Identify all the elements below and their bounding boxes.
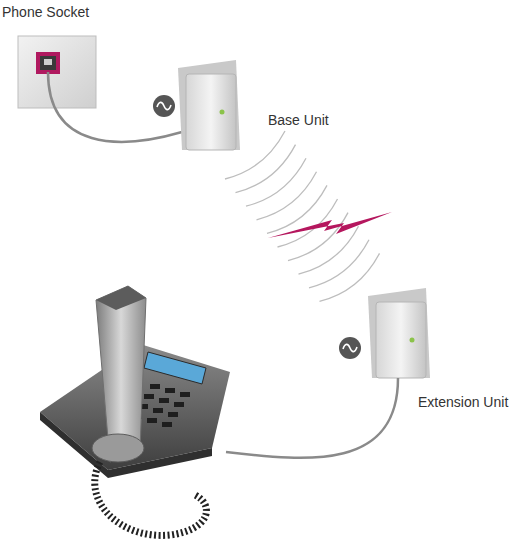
radio-waves bbox=[225, 131, 380, 301]
power-symbol bbox=[339, 337, 361, 359]
part-label: Phone Socket bbox=[2, 4, 89, 20]
part-label: Base Unit bbox=[268, 112, 329, 128]
part-label: Extension Unit bbox=[418, 394, 508, 410]
base-unit bbox=[178, 60, 240, 150]
extension-unit bbox=[368, 288, 430, 378]
signal-bolt bbox=[268, 212, 392, 238]
cable bbox=[48, 72, 182, 142]
phone-socket bbox=[18, 36, 96, 108]
cable bbox=[226, 378, 398, 458]
telephone bbox=[40, 286, 230, 478]
coiled-cord bbox=[95, 462, 207, 535]
power-symbol bbox=[153, 95, 175, 117]
